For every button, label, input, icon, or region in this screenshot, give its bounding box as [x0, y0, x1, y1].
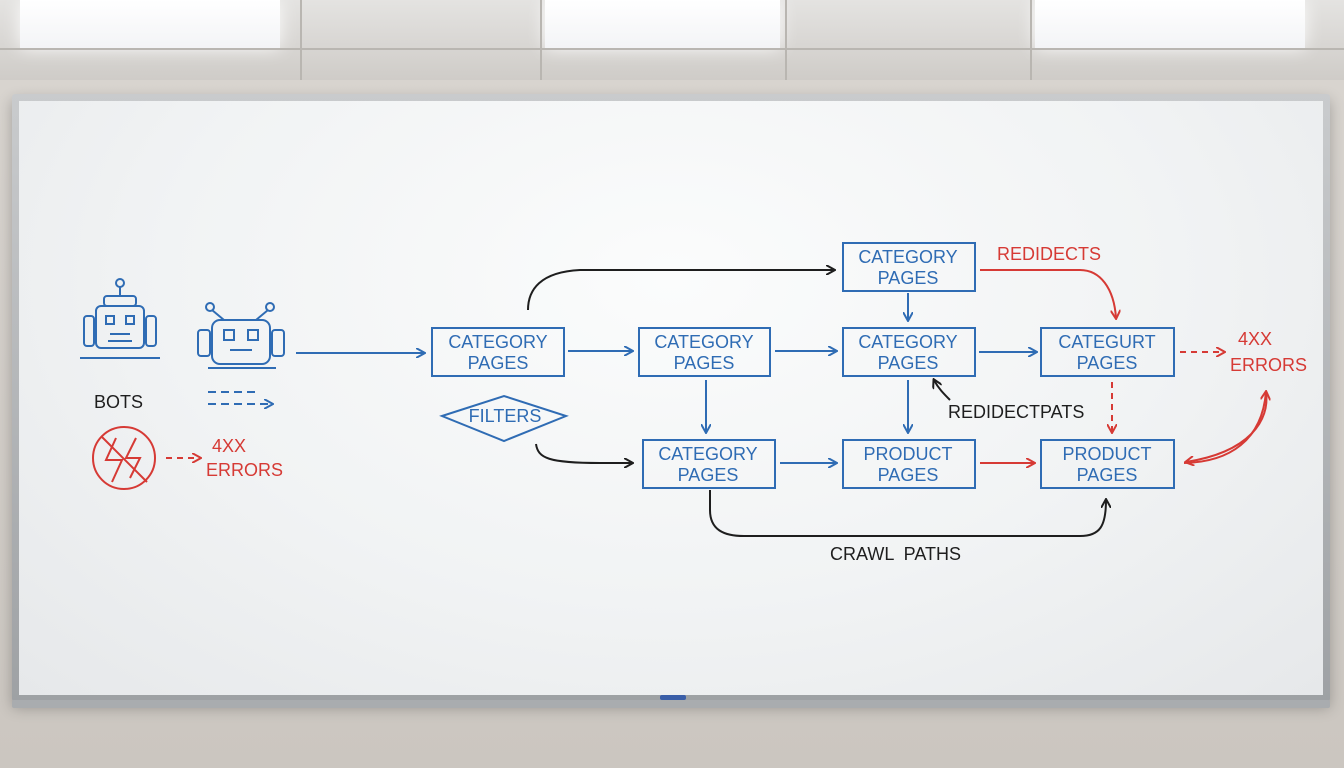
ceiling-grid-line	[540, 0, 542, 80]
no-bolt-icon	[92, 426, 156, 490]
box-label: PAGES	[878, 353, 939, 373]
category-pages-box[interactable]: CATEGORY PAGES	[642, 439, 776, 489]
ceiling-grid-line	[0, 48, 1344, 50]
whiteboard-surface	[19, 101, 1323, 695]
errors-label-line2: ERRORS	[1230, 355, 1307, 375]
ceiling-light	[20, 0, 280, 48]
category-pages-box[interactable]: CATEGORY PAGES	[638, 327, 771, 377]
filters-diamond[interactable]: FILTERS	[439, 394, 569, 443]
category-pages-box[interactable]: CATEGORY PAGES	[431, 327, 565, 377]
box-label: PAGES	[678, 465, 739, 485]
box-label: PRODUCT	[1063, 444, 1152, 464]
ceiling-light	[545, 0, 780, 48]
box-label: PRODUCT	[864, 444, 953, 464]
box-label: CATEGURT	[1058, 332, 1155, 352]
box-label: PAGES	[1077, 465, 1138, 485]
errors-label-line1: 4XX	[212, 436, 246, 456]
redirects-label: REDIDECTS	[997, 244, 1101, 264]
robot-icon	[197, 302, 285, 369]
box-label: PAGES	[878, 268, 939, 288]
box-label: PAGES	[468, 353, 529, 373]
box-label: PAGES	[674, 353, 735, 373]
filters-label: FILTERS	[469, 406, 542, 426]
product-pages-box[interactable]: PRODUCT PAGES	[1040, 439, 1175, 489]
bots-label: BOTS	[94, 392, 143, 412]
crawl-paths-label: CRAWL PATHS	[830, 544, 961, 564]
errors-curve	[1183, 392, 1266, 464]
box-label: CATEGORY	[654, 332, 753, 352]
categurt-pages-box[interactable]: CATEGURT PAGES	[1040, 327, 1175, 377]
redirect-paths-label: REDIDECTPATS	[948, 402, 1084, 422]
category-pages-box[interactable]: CATEGORY PAGES	[842, 242, 976, 292]
box-label: CATEGORY	[858, 332, 957, 352]
redirect-paths-arrow	[934, 380, 951, 401]
errors-curve-return	[1186, 391, 1268, 462]
redirect-arrow	[980, 269, 1116, 318]
crawl-arc-top	[527, 270, 834, 311]
ceiling-grid-line	[785, 0, 787, 80]
category-pages-box[interactable]: CATEGORY PAGES	[842, 327, 976, 377]
box-label: CATEGORY	[448, 332, 547, 352]
marker-tray	[12, 700, 1330, 708]
box-label: CATEGORY	[658, 444, 757, 464]
box-label: PAGES	[878, 465, 939, 485]
dashed-arrow	[208, 391, 272, 404]
robot-icon	[80, 278, 160, 359]
ceiling-grid-line	[1030, 0, 1032, 80]
box-label: PAGES	[1077, 353, 1138, 373]
errors-label-line1: 4XX	[1238, 329, 1272, 349]
filters-arrow	[535, 443, 632, 463]
errors-label-line2: ERRORS	[206, 460, 283, 480]
ceiling	[0, 0, 1344, 80]
box-label: CATEGORY	[858, 247, 957, 267]
marker	[660, 695, 686, 700]
ceiling-grid-line	[300, 0, 302, 80]
product-pages-box[interactable]: PRODUCT PAGES	[842, 439, 976, 489]
crawl-paths-curve	[709, 490, 1106, 537]
ceiling-light	[1035, 0, 1305, 48]
